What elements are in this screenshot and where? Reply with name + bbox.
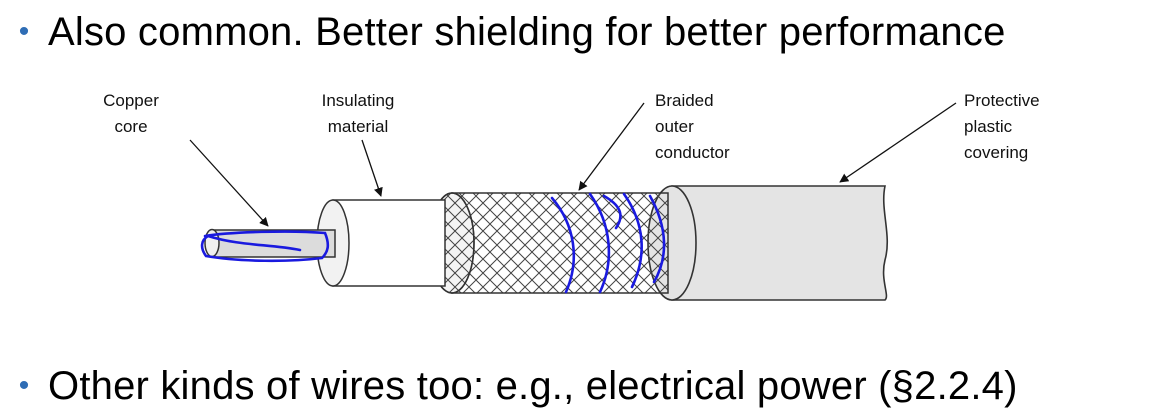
- svg-text:covering: covering: [964, 143, 1028, 162]
- bullet-item-1: • Also common. Better shielding for bett…: [0, 4, 1006, 60]
- annotation-scribbles: [200, 192, 666, 294]
- bullet-dot: •: [18, 369, 30, 402]
- bullet-dot: •: [18, 15, 30, 48]
- svg-text:Protective: Protective: [964, 91, 1040, 110]
- svg-text:Copper: Copper: [103, 91, 159, 110]
- svg-text:conductor: conductor: [655, 143, 730, 162]
- svg-text:outer: outer: [655, 117, 694, 136]
- bullet-text-1: Also common. Better shielding for better…: [48, 9, 1006, 54]
- svg-text:material: material: [328, 117, 388, 136]
- svg-text:Braided: Braided: [655, 91, 714, 110]
- copper-core: [204, 228, 336, 258]
- label-insulating-material: Insulating material: [322, 91, 395, 136]
- bullet-text-2: Other kinds of wires too: e.g., electric…: [48, 363, 1018, 408]
- protective-covering: [647, 185, 889, 301]
- label-arrows: [189, 102, 957, 227]
- insulating-layer: [316, 199, 446, 287]
- label-protective-plastic-covering: Protective plastic covering: [964, 91, 1040, 162]
- svg-text:plastic: plastic: [964, 117, 1013, 136]
- svg-text:core: core: [114, 117, 147, 136]
- label-braided-outer-conductor: Braided outer conductor: [655, 91, 730, 162]
- bullet-item-2: • Other kinds of wires too: e.g., electr…: [0, 358, 1018, 414]
- svg-text:Insulating: Insulating: [322, 91, 395, 110]
- label-copper-core: Copper core: [103, 91, 159, 136]
